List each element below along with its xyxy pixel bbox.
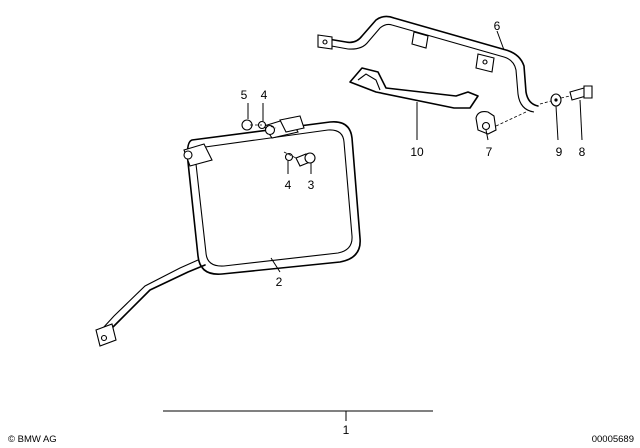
leader-lines — [163, 30, 583, 421]
rubber-strap — [349, 67, 479, 109]
label-part-1: 1 — [343, 423, 350, 437]
pannier-frame-left — [95, 115, 361, 347]
rack-bracket — [317, 15, 539, 113]
label-part-3: 3 — [308, 178, 315, 192]
label-part-10: 10 — [410, 145, 424, 159]
label-part-5: 5 — [241, 88, 248, 102]
label-part-4-upper: 4 — [261, 88, 268, 102]
label-part-6: 6 — [494, 19, 501, 33]
label-part-9: 9 — [556, 145, 563, 159]
copyright-text: © BMW AG — [8, 434, 57, 445]
label-part-7: 7 — [486, 145, 493, 159]
label-part-2: 2 — [276, 275, 283, 289]
hardware-upper — [241, 119, 316, 167]
clamp — [475, 111, 527, 135]
document-number: 00005689 — [592, 434, 634, 445]
label-part-4-lower: 4 — [285, 178, 292, 192]
label-part-8: 8 — [579, 145, 586, 159]
washer-bolt-right — [539, 85, 593, 107]
